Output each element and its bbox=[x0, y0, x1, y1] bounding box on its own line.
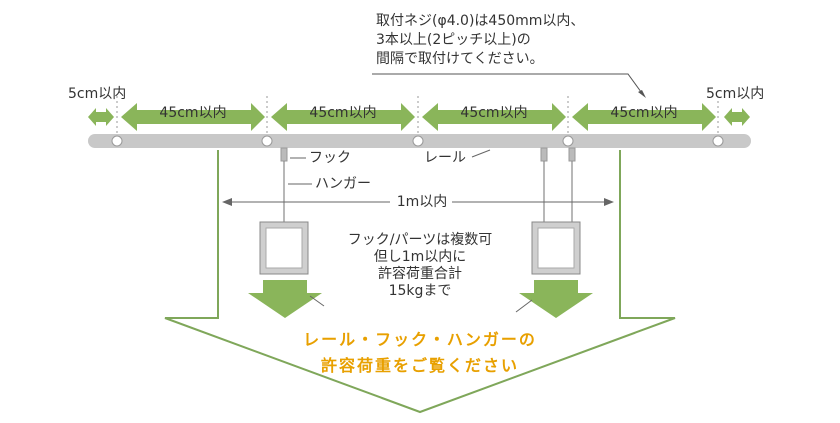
frame-inner bbox=[537, 227, 575, 269]
edge-right-label: 5cm以内 bbox=[706, 86, 765, 102]
spacing-arrow bbox=[121, 103, 265, 131]
span-arrowhead-right bbox=[604, 198, 614, 206]
hanger-label: ハンガー bbox=[315, 176, 371, 192]
leader-lines bbox=[288, 149, 533, 313]
edge-left-label: 5cm以内 bbox=[68, 86, 127, 102]
screw-icons bbox=[111, 135, 724, 147]
note-leader-arrowhead bbox=[638, 90, 646, 98]
spacing-label: 45cm以内 bbox=[460, 105, 528, 121]
load-note-line: フック/パーツは複数可 bbox=[347, 232, 493, 248]
hook-icon bbox=[280, 147, 288, 162]
install-note-line: 間隔で取付けてください。 bbox=[376, 51, 544, 67]
rail-label: レール bbox=[424, 150, 466, 166]
install-note-line: 取付ネジ(φ4.0)は450mm以内、 bbox=[376, 13, 585, 29]
hanger-wires bbox=[283, 161, 573, 222]
screw-icon bbox=[111, 135, 123, 147]
load-leader-right bbox=[515, 299, 533, 313]
spacing-arrow bbox=[271, 103, 415, 131]
edge-arrow-right bbox=[724, 108, 750, 126]
load-note-line: 但し1m以内に bbox=[373, 249, 467, 265]
screw-icon bbox=[712, 135, 724, 147]
load-arrow bbox=[248, 280, 322, 318]
span-label: 1m以内 bbox=[396, 194, 448, 210]
spacing-label: 45cm以内 bbox=[610, 105, 678, 121]
spacing-label: 45cm以内 bbox=[159, 105, 227, 121]
spacing-arrows bbox=[88, 103, 750, 131]
install-note: 取付ネジ(φ4.0)は450mm以内、 3本以上(2ピッチ以上)の 間隔で取付け… bbox=[376, 12, 584, 69]
hook-label: フック bbox=[309, 150, 351, 166]
frame-inner bbox=[265, 227, 303, 269]
screw-icon bbox=[562, 135, 574, 147]
note-leader-line bbox=[372, 73, 645, 97]
install-note-line: 3本以上(2ピッチ以上)の bbox=[376, 32, 531, 48]
spacing-guides bbox=[116, 96, 719, 134]
warning-line: レール・フック・ハンガーの bbox=[303, 330, 537, 349]
edge-arrow-left bbox=[88, 108, 114, 126]
span-arrowhead-left bbox=[222, 198, 232, 206]
spacing-arrow bbox=[572, 103, 716, 131]
load-note: フック/パーツは複数可 但し1m以内に 許容荷重合計 15kgまで bbox=[322, 232, 518, 300]
spacing-label: 45cm以内 bbox=[309, 105, 377, 121]
load-outline-arrow bbox=[164, 150, 676, 414]
load-arrows bbox=[248, 280, 593, 318]
rail-leader bbox=[471, 149, 491, 158]
screw-icon bbox=[412, 135, 424, 147]
load-leader-left bbox=[309, 295, 325, 307]
hook-icon bbox=[540, 147, 548, 162]
spacing-arrow bbox=[422, 103, 566, 131]
hook-icon bbox=[568, 147, 576, 162]
load-arrow bbox=[519, 280, 593, 318]
frame-icons bbox=[259, 221, 581, 275]
screw-icon bbox=[261, 135, 273, 147]
warning-line: 許容荷重をご覧ください bbox=[320, 356, 519, 375]
load-note-line: 15kgまで bbox=[388, 283, 452, 299]
load-note-line: 許容荷重合計 bbox=[378, 266, 462, 282]
